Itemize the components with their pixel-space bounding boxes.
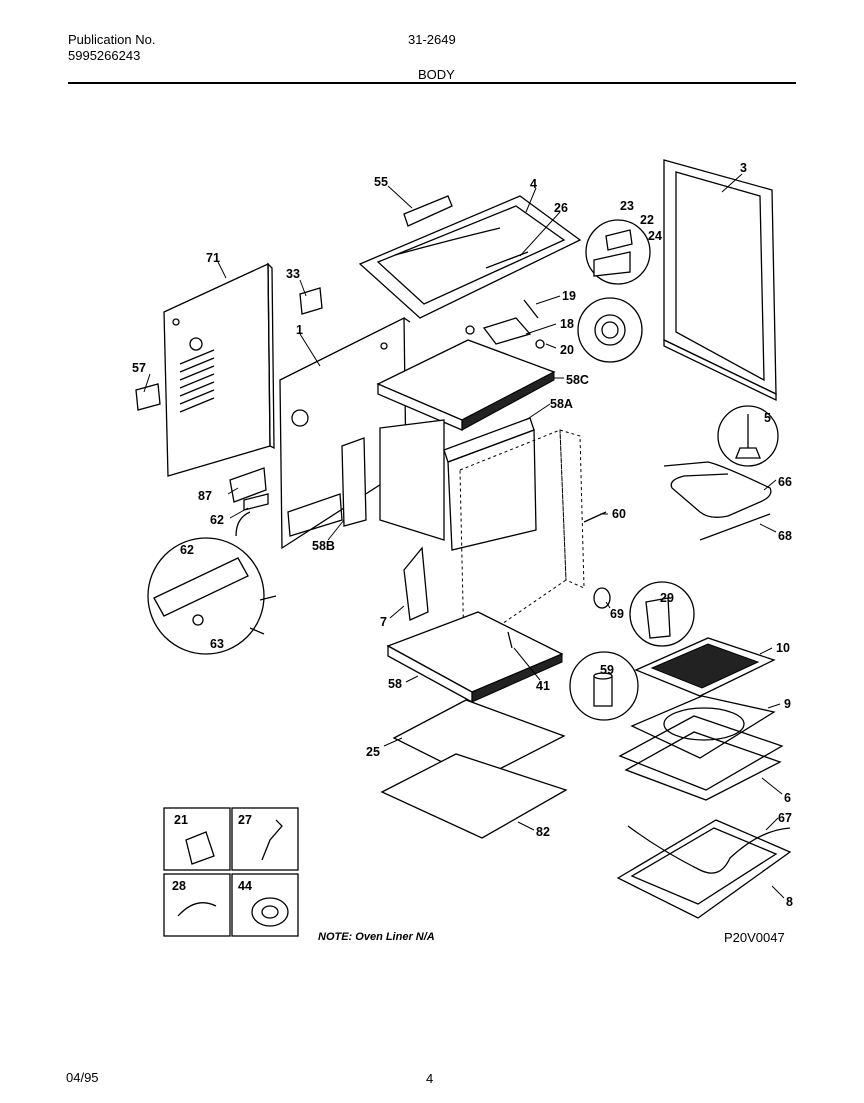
terminal-block-detail bbox=[147, 537, 277, 655]
callout-1: 1 bbox=[296, 323, 303, 337]
terminal-62-part bbox=[243, 493, 269, 511]
callout-58B: 58B bbox=[312, 539, 335, 553]
callout-44: 44 bbox=[238, 879, 252, 893]
clip-detail-23 bbox=[585, 219, 651, 285]
callout-8: 8 bbox=[786, 895, 793, 909]
callout-23: 23 bbox=[620, 199, 634, 213]
oven-rack-part bbox=[618, 715, 784, 801]
side-insulation-58B-part bbox=[341, 437, 367, 527]
callout-62b: 62 bbox=[180, 543, 194, 557]
callout-58: 58 bbox=[388, 677, 402, 691]
callout-7: 7 bbox=[380, 615, 387, 629]
callout-68: 68 bbox=[778, 529, 792, 543]
callout-5: 5 bbox=[764, 411, 771, 425]
callout-18: 18 bbox=[560, 317, 574, 331]
broiler-pan-part bbox=[630, 695, 776, 759]
publication-number: 5995266243 bbox=[68, 48, 141, 63]
section-title: BODY bbox=[418, 67, 455, 82]
callout-labels: 3 4 55 26 23 22 24 71 33 19 18 20 1 57 5… bbox=[132, 161, 793, 909]
callout-20: 20 bbox=[560, 343, 574, 357]
callout-4: 4 bbox=[530, 177, 537, 191]
broil-element-part bbox=[616, 819, 792, 919]
drawing-code: P20V0047 bbox=[724, 930, 785, 945]
callout-24: 24 bbox=[648, 229, 662, 243]
callout-58C: 58C bbox=[566, 373, 589, 387]
top-insulation-part bbox=[376, 339, 556, 431]
leveling-leg-detail bbox=[717, 405, 779, 467]
callout-63: 63 bbox=[210, 637, 224, 651]
callout-10: 10 bbox=[776, 641, 790, 655]
side-panel-part bbox=[163, 262, 275, 477]
callout-60: 60 bbox=[612, 507, 626, 521]
callout-66: 66 bbox=[778, 475, 792, 489]
publication-label: Publication No. bbox=[68, 32, 156, 47]
callout-82: 82 bbox=[536, 825, 550, 839]
base-panel-82-part bbox=[380, 753, 568, 839]
terminal-block-87-part bbox=[229, 467, 267, 503]
callout-26: 26 bbox=[554, 201, 568, 215]
vent-7-part bbox=[403, 546, 429, 621]
back-panel-part bbox=[663, 159, 777, 402]
callout-9: 9 bbox=[784, 697, 791, 711]
callout-6: 6 bbox=[784, 791, 791, 805]
bottom-insulation-part bbox=[386, 611, 564, 704]
callout-29: 29 bbox=[660, 591, 674, 605]
callout-41: 41 bbox=[536, 679, 550, 693]
callout-21: 21 bbox=[174, 813, 188, 827]
callout-87: 87 bbox=[198, 489, 212, 503]
oven-front-part bbox=[379, 417, 585, 651]
callout-71: 71 bbox=[206, 251, 220, 265]
lens-69-part bbox=[593, 587, 611, 609]
page-number: 4 bbox=[426, 1071, 434, 1086]
callout-22: 22 bbox=[640, 213, 654, 227]
callout-59: 59 bbox=[600, 663, 614, 677]
bracket-55-part bbox=[403, 195, 453, 227]
top-frame-part bbox=[358, 195, 582, 319]
light-socket-detail-59 bbox=[569, 651, 639, 721]
callout-55: 55 bbox=[374, 175, 388, 189]
model-code: 31-2649 bbox=[408, 32, 456, 47]
part-41 bbox=[507, 631, 513, 649]
bracket-33-part bbox=[299, 287, 323, 315]
header-rule bbox=[68, 82, 796, 84]
revision-date: 04/95 bbox=[66, 1070, 99, 1085]
callout-25: 25 bbox=[366, 745, 380, 759]
callout-19: 19 bbox=[562, 289, 576, 303]
bake-element-part bbox=[663, 461, 772, 518]
plate-57-part bbox=[135, 383, 161, 411]
clip-detail-29 bbox=[629, 581, 695, 647]
inset-parts-grid bbox=[163, 807, 299, 937]
switch-assembly-part bbox=[465, 299, 545, 349]
callout-27: 27 bbox=[238, 813, 252, 827]
callout-33: 33 bbox=[286, 267, 300, 281]
broiler-grid-part bbox=[634, 637, 776, 697]
callout-62a: 62 bbox=[210, 513, 224, 527]
callout-58A: 58A bbox=[550, 397, 573, 411]
receptacle-detail-18 bbox=[577, 297, 643, 363]
oven-liner-note: NOTE: Oven Liner N/A bbox=[318, 931, 435, 943]
callout-28: 28 bbox=[172, 879, 186, 893]
callout-3: 3 bbox=[740, 161, 747, 175]
callout-69: 69 bbox=[610, 607, 624, 621]
leader-lines bbox=[143, 173, 785, 899]
callout-57: 57 bbox=[132, 361, 146, 375]
callout-67: 67 bbox=[778, 811, 792, 825]
